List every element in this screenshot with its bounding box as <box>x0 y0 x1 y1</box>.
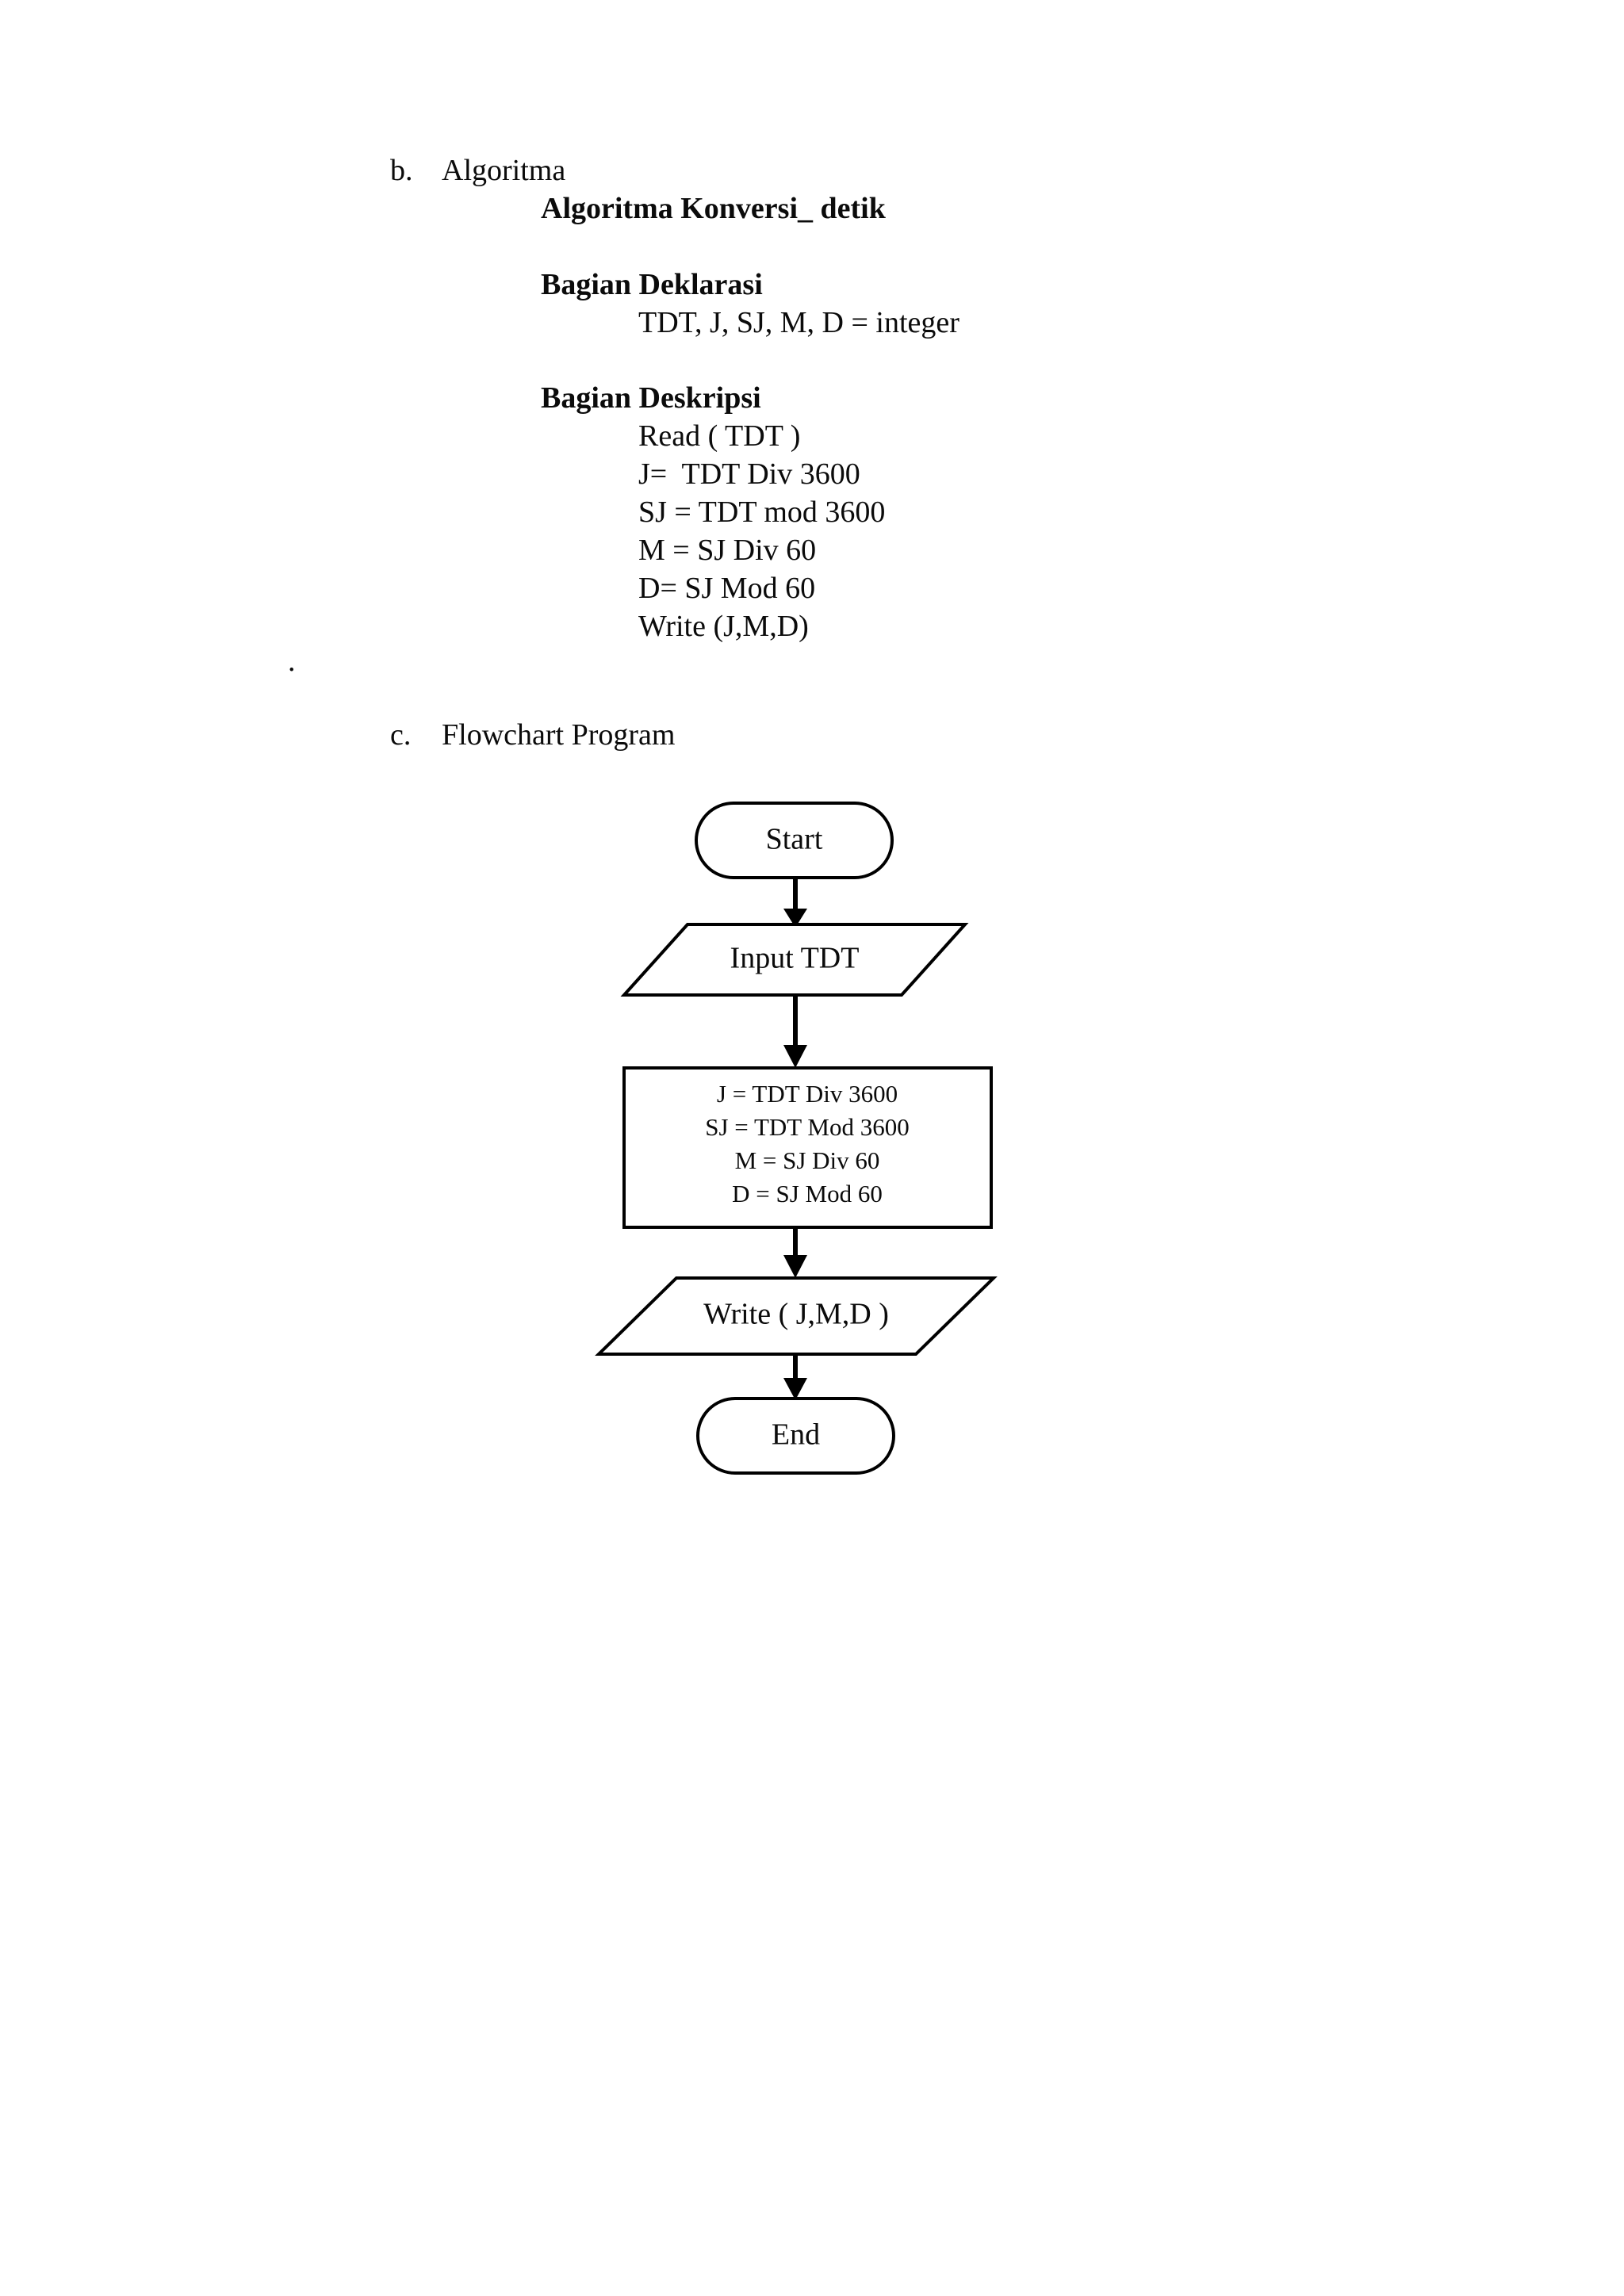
process-shape <box>622 1066 993 1229</box>
stray-period: . <box>288 645 296 678</box>
flowchart-start-label: Start <box>766 823 823 856</box>
flowchart-node-input: Input TDT <box>620 923 969 997</box>
description-heading: Bagian Deskripsi <box>541 381 761 415</box>
declaration-heading: Bagian Deklarasi <box>541 268 763 301</box>
process-line-1: J = TDT Div 3600 <box>717 1080 898 1108</box>
flowchart-diagram: Start Input TDT J = TDT Div 3600 SJ = TD… <box>595 802 998 1475</box>
arrowhead-icon <box>783 909 807 928</box>
flowchart-node-end: End <box>696 1397 895 1475</box>
description-line-d: D= SJ Mod 60 <box>638 572 816 605</box>
arrowhead-icon <box>783 1255 807 1278</box>
description-line-sj: SJ = TDT mod 3600 <box>638 496 886 529</box>
process-line-3: M = SJ Div 60 <box>735 1146 880 1174</box>
declaration-line: TDT, J, SJ, M, D = integer <box>638 306 959 339</box>
arrowhead-icon <box>783 1045 807 1068</box>
section-label-flowchart: Flowchart Program <box>442 718 676 752</box>
flowchart-end-label: End <box>772 1418 820 1452</box>
input-output-shape-input <box>620 923 969 997</box>
flowchart-input-label: Input TDT <box>730 942 860 975</box>
list-marker-c: c. <box>390 718 412 752</box>
connector-output-to-end <box>783 1354 807 1400</box>
description-line-read: Read ( TDT ) <box>638 419 801 453</box>
algorithm-title: Algoritma Konversi_ detik <box>541 192 886 225</box>
description-line-m: M = SJ Div 60 <box>638 534 817 567</box>
description-line-write: Write (J,M,D) <box>638 610 809 643</box>
section-label-algoritma: Algoritma <box>442 154 566 187</box>
terminator-shape-end <box>696 1397 895 1475</box>
connector-process-to-output <box>783 1227 807 1278</box>
flowchart-node-start: Start <box>695 802 894 879</box>
flowchart-node-output: Write ( J,M,D ) <box>595 1276 998 1356</box>
connector-input-to-process <box>783 995 807 1068</box>
flowchart-node-process: J = TDT Div 3600 SJ = TDT Mod 3600 M = S… <box>622 1066 993 1229</box>
process-line-4: D = SJ Mod 60 <box>732 1180 883 1207</box>
description-line-j: J= TDT Div 3600 <box>638 457 860 491</box>
flowchart-output-label: Write ( J,M,D ) <box>703 1298 889 1331</box>
arrowhead-icon <box>783 1378 807 1400</box>
input-output-shape-output <box>595 1276 998 1356</box>
process-line-2: SJ = TDT Mod 3600 <box>705 1113 910 1141</box>
connector-start-to-input <box>783 878 807 928</box>
list-marker-b: b. <box>390 154 413 187</box>
